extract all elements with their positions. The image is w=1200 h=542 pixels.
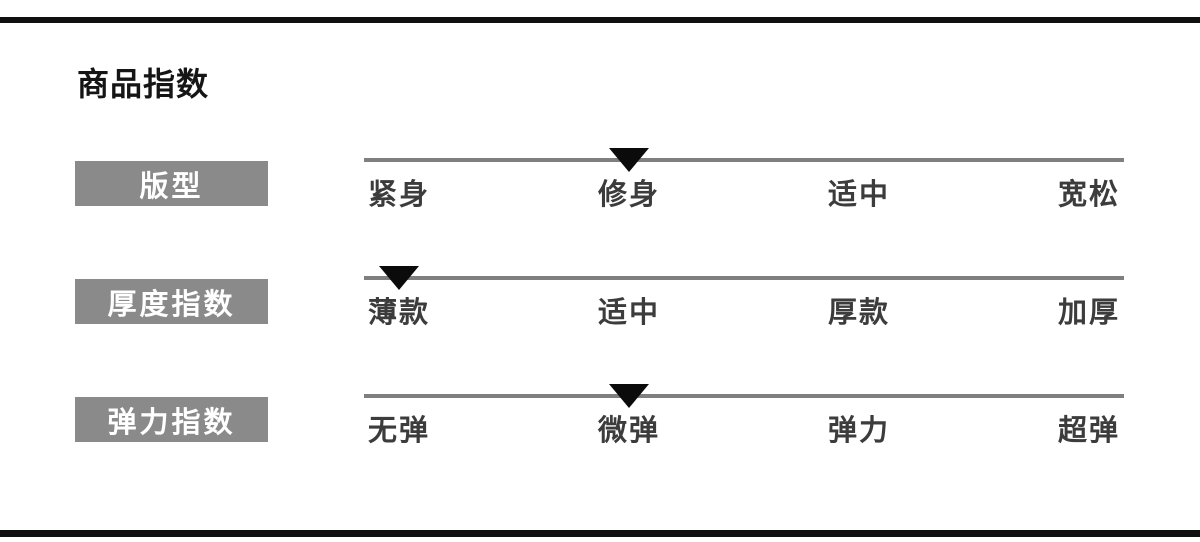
fit-label-text: 版型 — [139, 170, 204, 203]
fit-option-2: 修身 — [597, 179, 660, 211]
elasticity-label-text: 弹力指数 — [107, 406, 236, 439]
elasticity-scale-options: 无弹 微弹 弹力 超弹 — [368, 415, 1120, 448]
thickness-option-3: 厚款 — [827, 297, 890, 329]
elasticity-option-3: 弹力 — [827, 415, 890, 447]
thickness-option-4: 加厚 — [1057, 297, 1120, 329]
elasticity-option-4: 超弹 — [1057, 415, 1120, 447]
fit-scale-options: 紧身 修身 适中 宽松 — [368, 179, 1120, 212]
thickness-marker-triangle-icon — [378, 266, 419, 290]
section-title: 商品指数 — [77, 66, 210, 102]
thickness-scale: 薄款 适中 厚款 加厚 — [364, 266, 1124, 340]
fit-scale-line — [364, 158, 1124, 162]
thickness-scale-line — [364, 276, 1124, 280]
fit-option-4: 宽松 — [1057, 179, 1120, 211]
fit-label-box: 版型 — [75, 161, 268, 206]
index-row-thickness: 厚度指数 薄款 适中 厚款 加厚 — [0, 266, 1200, 340]
elasticity-scale: 无弹 微弹 弹力 超弹 — [364, 384, 1124, 458]
fit-option-1: 紧身 — [368, 179, 431, 211]
index-row-fit: 版型 紧身 修身 适中 宽松 — [0, 148, 1200, 222]
elasticity-label-box: 弹力指数 — [75, 397, 268, 442]
elasticity-scale-line — [364, 394, 1124, 398]
bottom-divider-bar — [0, 530, 1200, 537]
thickness-label-box: 厚度指数 — [75, 279, 268, 324]
fit-marker-triangle-icon — [609, 148, 650, 172]
elasticity-option-2: 微弹 — [597, 415, 660, 447]
fit-scale: 紧身 修身 适中 宽松 — [364, 148, 1124, 222]
top-divider-bar — [0, 17, 1200, 23]
elasticity-option-1: 无弹 — [368, 415, 431, 447]
elasticity-marker-triangle-icon — [609, 384, 650, 408]
fit-option-3: 适中 — [827, 179, 890, 211]
thickness-option-2: 适中 — [597, 297, 660, 329]
thickness-option-1: 薄款 — [368, 297, 431, 329]
index-row-elasticity: 弹力指数 无弹 微弹 弹力 超弹 — [0, 384, 1200, 458]
thickness-scale-options: 薄款 适中 厚款 加厚 — [368, 297, 1120, 330]
thickness-label-text: 厚度指数 — [107, 288, 236, 321]
